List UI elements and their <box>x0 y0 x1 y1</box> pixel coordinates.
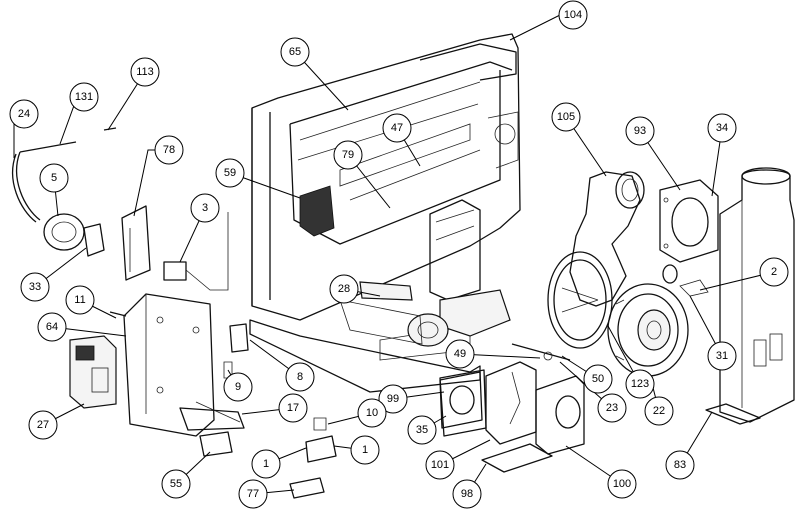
callout-label: 10 <box>366 407 378 419</box>
callout-label: 64 <box>46 321 58 333</box>
callout-label: 105 <box>557 111 575 123</box>
callout-77: 77 <box>238 479 268 509</box>
callout-label: 3 <box>202 202 208 214</box>
callout-label: 99 <box>387 393 399 405</box>
callout-label: 101 <box>431 459 449 471</box>
callout-64: 64 <box>37 312 67 342</box>
callout-label: 22 <box>653 405 665 417</box>
callout-label: 8 <box>297 371 303 383</box>
callout-label: 49 <box>454 348 466 360</box>
bracket-78 <box>121 205 151 281</box>
gasket-99 <box>439 371 483 429</box>
callout-123: 123 <box>625 369 655 399</box>
callout-label: 77 <box>247 488 259 500</box>
callout-label: 79 <box>342 149 354 161</box>
callout-label: 1 <box>362 444 368 456</box>
callout-9: 9 <box>223 372 253 402</box>
callout-label: 33 <box>29 281 41 293</box>
callout-label: 123 <box>631 378 649 390</box>
callout-35: 35 <box>407 415 437 445</box>
callout-31: 31 <box>707 341 737 371</box>
callout-label: 23 <box>606 402 618 414</box>
callout-17: 17 <box>278 393 308 423</box>
small-bracket-parts <box>662 264 709 297</box>
callout-label: 1 <box>263 458 269 470</box>
callout-label: 31 <box>716 350 728 362</box>
callout-50: 50 <box>583 364 613 394</box>
plates-55-77 <box>199 431 325 499</box>
callout-label: 98 <box>461 488 473 500</box>
callout-55: 55 <box>161 469 191 499</box>
callout-label: 131 <box>75 91 93 103</box>
callout-24: 24 <box>9 99 39 129</box>
callout-label: 34 <box>716 122 728 134</box>
vent-cover <box>705 167 795 425</box>
callout-11: 11 <box>65 285 95 315</box>
callout-label: 17 <box>287 402 299 414</box>
blower-housing <box>547 171 645 349</box>
callout-label: 24 <box>18 108 30 120</box>
callout-label: 100 <box>613 478 631 490</box>
callout-label: 65 <box>289 46 301 58</box>
burner-assembly <box>299 185 511 347</box>
callout-3: 3 <box>190 193 220 223</box>
callout-65: 65 <box>280 37 310 67</box>
callout-label: 93 <box>634 125 646 137</box>
callout-10: 10 <box>357 398 387 428</box>
callout-105: 105 <box>551 102 581 132</box>
callout-label: 35 <box>416 424 428 436</box>
callout-label: 113 <box>136 66 154 78</box>
callout-113: 113 <box>130 57 160 87</box>
callout-label: 55 <box>170 478 182 490</box>
callout-34: 34 <box>707 113 737 143</box>
callout-93: 93 <box>625 116 655 146</box>
callout-79: 79 <box>333 140 363 170</box>
pressure-switch <box>43 213 105 257</box>
callout-22: 22 <box>644 396 674 426</box>
callout-label: 28 <box>338 283 350 295</box>
callout-98: 98 <box>452 479 482 509</box>
callout-78: 78 <box>154 135 184 165</box>
callout-label: 27 <box>37 419 49 431</box>
callout-2: 2 <box>759 257 789 287</box>
callout-47: 47 <box>382 113 412 143</box>
limit-switch <box>163 212 229 291</box>
hardware-items <box>103 127 337 463</box>
bracket-assembly <box>439 361 585 473</box>
callout-label: 9 <box>235 381 241 393</box>
callout-23: 23 <box>597 393 627 423</box>
callout-label: 59 <box>224 167 236 179</box>
callout-104: 104 <box>558 0 588 30</box>
callout-83: 83 <box>665 450 695 480</box>
callout-99: 99 <box>378 384 408 414</box>
callout-100: 100 <box>607 469 637 499</box>
callout-8: 8 <box>285 362 315 392</box>
hose <box>11 141 77 223</box>
control-panel <box>69 293 245 437</box>
callout-label: 50 <box>592 373 604 385</box>
callout-5: 5 <box>39 163 69 193</box>
callout-label: 78 <box>163 144 175 156</box>
callout-label: 104 <box>564 9 582 21</box>
callout-label: 47 <box>391 122 403 134</box>
callout-label: 11 <box>74 294 85 306</box>
callout-label: 83 <box>674 459 686 471</box>
callout-131: 131 <box>69 82 99 112</box>
callout-label: 5 <box>51 172 57 184</box>
callout-101: 101 <box>425 450 455 480</box>
callout-33: 33 <box>20 272 50 302</box>
flange-gasket <box>659 179 719 263</box>
callout-27: 27 <box>28 410 58 440</box>
callout-49: 49 <box>445 339 475 369</box>
callout-1-left: 1 <box>251 449 281 479</box>
blower-wheel <box>607 283 689 377</box>
callout-59: 59 <box>215 158 245 188</box>
callout-label: 2 <box>771 266 777 278</box>
rod-49-50 <box>511 343 571 361</box>
callout-1-right: 1 <box>350 435 380 465</box>
callout-28: 28 <box>329 274 359 304</box>
